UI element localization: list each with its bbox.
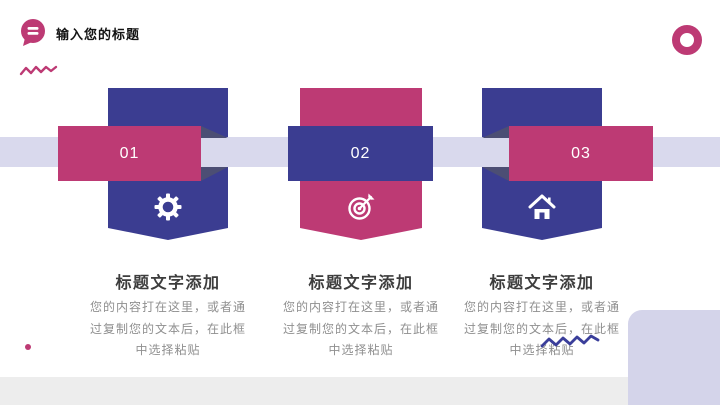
footer-band: [0, 377, 720, 405]
step3-title[interactable]: 标题文字添加: [489, 275, 595, 292]
step1-number-bar[interactable]: 01: [58, 126, 201, 181]
step2-body[interactable]: 您的内容打在这里，或者通过复制您的文本后，在此框中选择粘贴: [282, 300, 439, 357]
step3-number-bar[interactable]: 03: [509, 126, 653, 181]
step1-number: 01: [119, 144, 140, 162]
step3-number: 03: [571, 144, 591, 162]
home-icon[interactable]: [527, 192, 557, 222]
step2-title[interactable]: 标题文字添加: [308, 275, 414, 292]
step3-body[interactable]: 您的内容打在这里，或者通过复制您的文本后，在此框中选择粘贴: [463, 300, 620, 357]
pink-squiggle-decoration: [19, 65, 58, 76]
step1-title[interactable]: 标题文字添加: [115, 275, 221, 292]
target-icon[interactable]: [346, 192, 376, 222]
gear-icon[interactable]: [153, 192, 183, 222]
dot-decoration: [25, 344, 31, 350]
step2-number-bar[interactable]: 02: [288, 126, 433, 181]
blue-squiggle-decoration: [540, 334, 600, 348]
ring-decoration: [672, 25, 702, 55]
step1-body[interactable]: 您的内容打在这里，或者通过复制您的文本后，在此框中选择粘贴: [89, 300, 246, 357]
step2-number: 02: [350, 144, 371, 162]
corner-panel: [628, 310, 720, 405]
chat-bubble-icon: [21, 19, 45, 46]
slide-title[interactable]: 输入您的标题: [56, 27, 141, 42]
